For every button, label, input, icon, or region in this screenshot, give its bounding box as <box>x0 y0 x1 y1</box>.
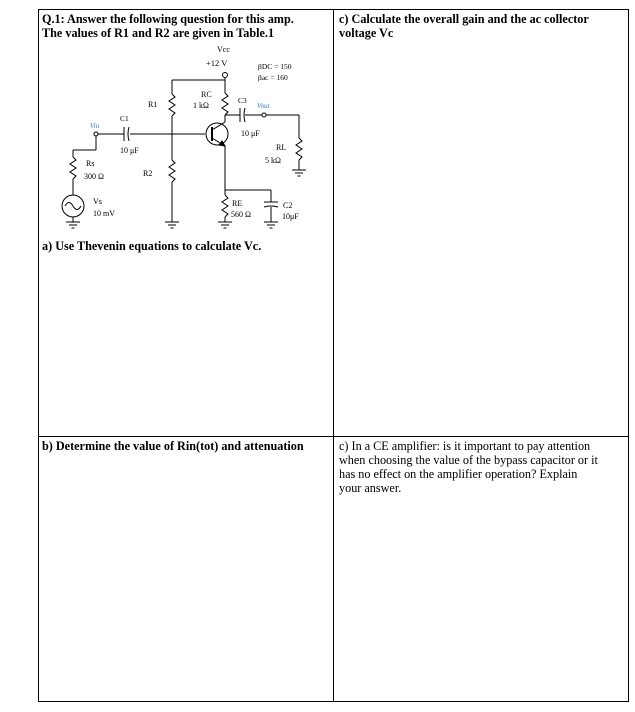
r1-resistor <box>168 93 176 117</box>
question-c-bypass-line1: c) In a CE amplifier: is it important to… <box>339 439 591 453</box>
c2-plate-bottom <box>263 205 279 208</box>
question-c-bypass: c) In a CE amplifier: is it important to… <box>339 439 624 495</box>
question-heading: Q.1: Answer the following question for t… <box>42 12 332 40</box>
re-resistor <box>221 194 229 218</box>
rl-label: RL <box>276 143 286 152</box>
vs-label: Vs <box>93 197 102 206</box>
vcc-value: +12 V <box>206 58 228 68</box>
vin-label: Vin <box>90 122 100 130</box>
question-heading-line2: The values of R1 and R2 are given in Tab… <box>42 26 275 40</box>
rl-value: 5 kΩ <box>265 156 281 165</box>
vin-node <box>93 131 99 137</box>
rs-resistor <box>69 156 77 180</box>
vout-label: Vout <box>257 102 271 110</box>
vcc-label: Vcc <box>217 45 230 54</box>
rl-resistor <box>295 137 303 161</box>
beta-dc-label: βDC = 150 <box>258 62 292 71</box>
transistor-collector <box>211 121 226 131</box>
question-c-bypass-line4: your answer. <box>339 481 402 495</box>
question-a: a) Use Thevenin equations to calculate V… <box>42 239 262 253</box>
c2-label: C2 <box>283 201 292 210</box>
transistor-body <box>205 122 229 146</box>
vs-sine-icon <box>64 202 82 210</box>
question-c-bypass-line2: when choosing the value of the bypass ca… <box>339 453 598 467</box>
question-c-gain-line2: voltage Vc <box>339 26 394 40</box>
c3-value: 10 μF <box>241 129 260 138</box>
question-c-bypass-line3: has no effect on the amplifier operation… <box>339 467 578 481</box>
c1-label: C1 <box>120 114 129 123</box>
rc-resistor <box>221 92 229 116</box>
rc-value: 1 kΩ <box>193 101 209 110</box>
c1-plate-right <box>127 126 130 142</box>
r2-label: R2 <box>143 169 152 178</box>
re-value: 560 Ω <box>231 210 251 219</box>
c2-value: 10μF <box>282 212 299 221</box>
c3-label: C3 <box>238 96 247 105</box>
question-c-gain: c) Calculate the overall gain and the ac… <box>339 12 624 40</box>
re-label: RE <box>232 199 242 208</box>
question-c-gain-line1: c) Calculate the overall gain and the ac… <box>339 12 589 26</box>
rc-label: RC <box>201 90 212 99</box>
table-column-divider <box>333 9 334 702</box>
rs-label: Rs <box>86 159 94 168</box>
vs-value: 10 mV <box>93 209 115 218</box>
question-b: b) Determine the value of Rin(tot) and a… <box>42 439 304 453</box>
vout-node <box>261 112 267 118</box>
beta-ac-label: βac = 160 <box>258 73 288 82</box>
r1-label: R1 <box>148 100 157 109</box>
rs-value: 300 Ω <box>84 172 104 181</box>
vcc-node <box>222 72 228 78</box>
c3-plate-right <box>243 107 246 123</box>
c1-value: 10 μF <box>120 146 139 155</box>
table-row-divider <box>38 436 629 437</box>
r2-resistor <box>168 159 176 183</box>
emitter-arrow <box>218 140 226 147</box>
question-heading-line1: Q.1: Answer the following question for t… <box>42 12 294 26</box>
